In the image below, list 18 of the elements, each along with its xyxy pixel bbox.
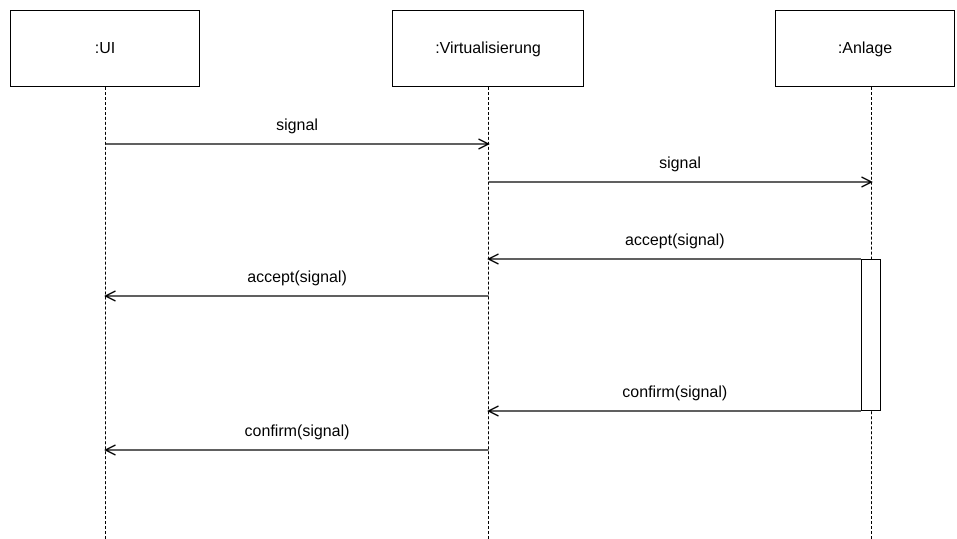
activation-bar	[861, 259, 881, 411]
message-arrow	[488, 405, 861, 417]
message-label: signal	[274, 117, 320, 135]
message-arrow	[106, 138, 490, 150]
message-label: signal	[657, 155, 703, 173]
lifeline	[488, 87, 489, 539]
participant-box: :UI	[10, 10, 200, 87]
message-label: confirm(signal)	[620, 384, 730, 402]
message-arrow	[104, 290, 488, 302]
message-arrow	[104, 444, 488, 456]
message-label: accept(signal)	[245, 269, 349, 287]
message-arrow	[488, 253, 861, 265]
message-label: confirm(signal)	[242, 423, 352, 441]
message-label: accept(signal)	[622, 232, 727, 250]
participant-box: :Anlage	[775, 10, 955, 87]
participant-box: :Virtualisierung	[392, 10, 584, 87]
message-arrow	[488, 176, 872, 188]
lifeline	[105, 87, 106, 539]
